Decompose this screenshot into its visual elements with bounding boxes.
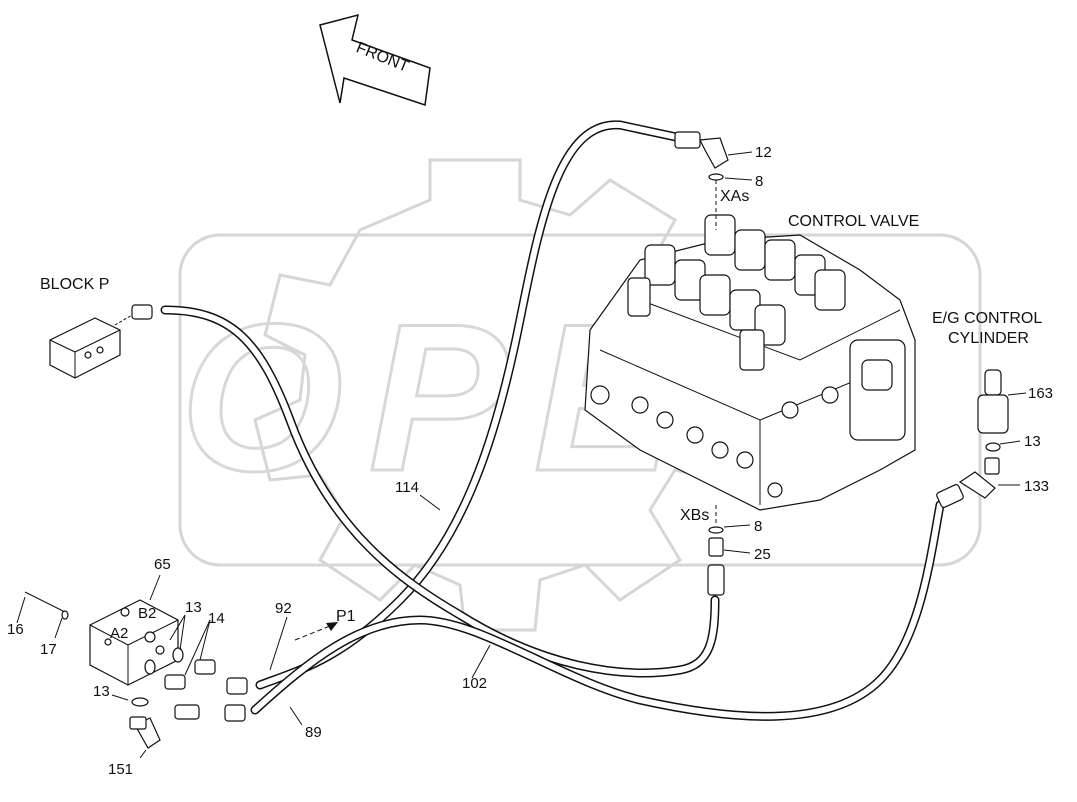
callout-102: 102	[462, 675, 487, 692]
block-p	[49, 304, 153, 379]
callout-65: 65	[154, 556, 171, 573]
hose-114	[255, 120, 695, 690]
callout-16: 16	[7, 621, 24, 638]
callout-25: 25	[754, 546, 771, 563]
b2-label: B2	[138, 605, 156, 622]
callout-17: 17	[40, 641, 57, 658]
control-valve-label: CONTROL VALVE	[788, 213, 919, 230]
eg-control-label-line1: E/G CONTROL	[932, 310, 1042, 327]
hose-102	[250, 500, 945, 721]
callout-8-top: 8	[755, 173, 763, 190]
callout-89: 89	[305, 724, 322, 741]
leader-lines	[16, 151, 1027, 759]
callout-114: 114	[395, 479, 419, 496]
eg-control-label-line2: CYLINDER	[948, 330, 1029, 347]
a2-label: A2	[110, 625, 128, 642]
hose-block-p	[160, 305, 720, 678]
callout-151: 151	[108, 761, 133, 778]
manifold-block-65	[24, 591, 248, 749]
callout-13-right: 13	[1024, 433, 1041, 450]
callout-8-bottom: 8	[754, 518, 762, 535]
control-valve	[584, 214, 916, 511]
callout-13-left: 13	[93, 683, 110, 700]
eg-control-cylinder	[936, 369, 1009, 508]
front-arrow-icon	[319, 13, 431, 106]
block-p-label: BLOCK P	[40, 276, 109, 293]
callout-133: 133	[1024, 478, 1049, 495]
xas-label: XAs	[720, 188, 749, 205]
callout-92: 92	[275, 600, 292, 617]
callout-12: 12	[755, 144, 772, 161]
callout-163: 163	[1028, 385, 1053, 402]
p1-label: P1	[336, 608, 356, 625]
callout-13-manifold: 13	[185, 599, 202, 616]
xbs-label: XBs	[680, 507, 709, 524]
callout-14: 14	[208, 610, 225, 627]
